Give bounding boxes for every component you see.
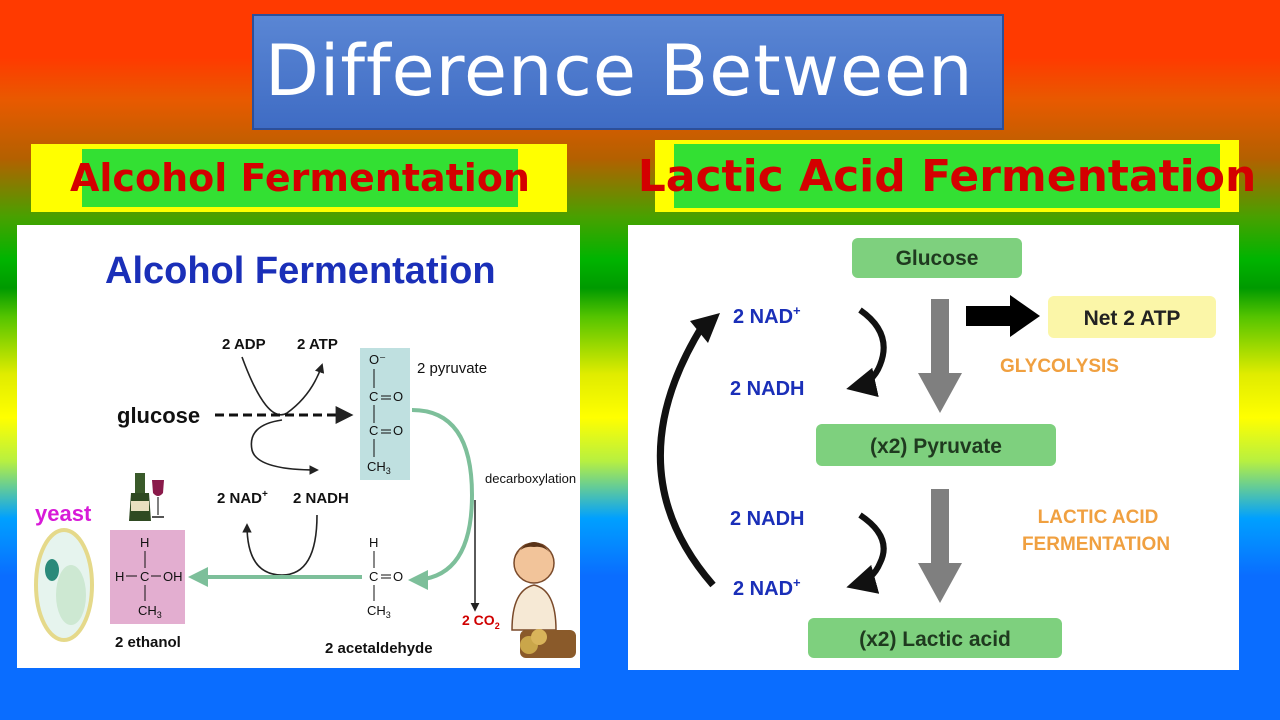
acetaldehyde-structure: H C O CH3 — [367, 535, 403, 620]
nadh-top-label: 2 NADH — [730, 378, 804, 400]
pyruvate-label: 2 pyruvate — [417, 360, 487, 377]
lactic-fermentation-label-1: LACTIC ACID — [1038, 507, 1159, 528]
ethanol-structure: H H C OH CH3 — [115, 535, 183, 620]
nadh-arrow — [250, 419, 319, 475]
svg-text:O: O — [393, 569, 403, 584]
glucose-box — [852, 238, 1022, 278]
svg-text:O: O — [393, 389, 403, 404]
right-header: Lactic Acid Fermentation — [638, 144, 1256, 208]
glycolysis-arrow-shaft — [931, 299, 949, 374]
svg-text:C: C — [369, 423, 378, 438]
lactic-diagram: Glucose Net 2 ATP GLYCOLYSIS 2 NAD+ 2 NA… — [657, 238, 1216, 658]
nadh-label: 2 NADH — [293, 490, 349, 507]
glycolysis-label: GLYCOLYSIS — [1000, 356, 1119, 377]
nad-top-label: 2 NAD+ — [733, 303, 801, 328]
glycolysis-arrow-head — [918, 373, 962, 413]
decarboxylation-arrow — [408, 408, 475, 590]
pyruvate-structure: O⁻ C O C O CH3 — [367, 352, 403, 476]
ethanol-label: 2 ethanol — [115, 634, 181, 651]
lactic-acid-label: (x2) Lactic acid — [859, 628, 1011, 651]
svg-text:CH3: CH3 — [367, 603, 391, 620]
atp-arrow — [241, 356, 325, 416]
nad-bottom-arrow — [846, 512, 887, 594]
lactic-fermentation-label-2: FERMENTATION — [1022, 534, 1170, 555]
nadh-bottom-label: 2 NADH — [730, 508, 804, 530]
nadh-top-arrow — [846, 307, 887, 398]
alcohol-diagram: Alcohol Fermentation 2 ADP 2 ATP glucose… — [34, 250, 576, 658]
pyruvate-box — [816, 424, 1056, 466]
lactic-arrow-head — [918, 563, 962, 603]
svg-text:C: C — [369, 389, 378, 404]
svg-text:CH3: CH3 — [138, 603, 162, 620]
atp-arrow-shaft — [966, 306, 1012, 326]
yeast-label: yeast — [35, 501, 92, 526]
lactic-acid-box — [808, 618, 1062, 658]
alcohol-fermentation-panel: Alcohol Fermentation 2 ADP 2 ATP glucose… — [17, 225, 580, 668]
svg-text:C: C — [140, 569, 149, 584]
ethanol-box — [110, 530, 185, 624]
acetaldehyde-label: 2 acetaldehyde — [325, 640, 433, 657]
pyruvate-box — [360, 348, 410, 480]
svg-text:O: O — [393, 423, 403, 438]
glucose-label: glucose — [117, 403, 200, 428]
lactic-fermentation-panel: Glucose Net 2 ATP GLYCOLYSIS 2 NAD+ 2 NA… — [628, 225, 1239, 670]
yeast-cell-icon — [34, 528, 94, 642]
nad-label: 2 NAD+ — [217, 489, 268, 507]
lactic-arrow-shaft — [931, 489, 949, 564]
adp-label: 2 ADP — [222, 336, 266, 353]
title-banner — [252, 14, 1004, 130]
baker-icon — [511, 542, 576, 658]
svg-text:CH3: CH3 — [367, 459, 391, 476]
svg-text:H: H — [369, 535, 378, 550]
page-title: Difference Between — [265, 30, 974, 112]
nad-regen-arrow — [242, 514, 318, 576]
wine-icon — [129, 473, 164, 521]
svg-text:H: H — [140, 535, 149, 550]
decarboxylation-label: decarboxylation — [485, 471, 576, 486]
nad-recycle-arrow — [657, 323, 716, 588]
alcohol-diagram-title: Alcohol Fermentation — [105, 250, 496, 292]
atp-arrow-head — [1010, 295, 1040, 337]
net-atp-box — [1048, 296, 1216, 338]
nad-recycle-arrow-head — [690, 313, 720, 343]
svg-text:O⁻: O⁻ — [369, 352, 386, 367]
svg-text:H: H — [115, 569, 124, 584]
net-atp-label: Net 2 ATP — [1084, 307, 1181, 330]
left-header: Alcohol Fermentation — [70, 149, 530, 207]
pyruvate-label: (x2) Pyruvate — [870, 435, 1002, 458]
svg-text:OH: OH — [163, 569, 183, 584]
co2-label: 2 CO2 — [462, 612, 500, 631]
nad-bottom-label: 2 NAD+ — [733, 575, 801, 600]
svg-text:C: C — [369, 569, 378, 584]
atp-label: 2 ATP — [297, 336, 338, 353]
glucose-label: Glucose — [896, 247, 979, 270]
